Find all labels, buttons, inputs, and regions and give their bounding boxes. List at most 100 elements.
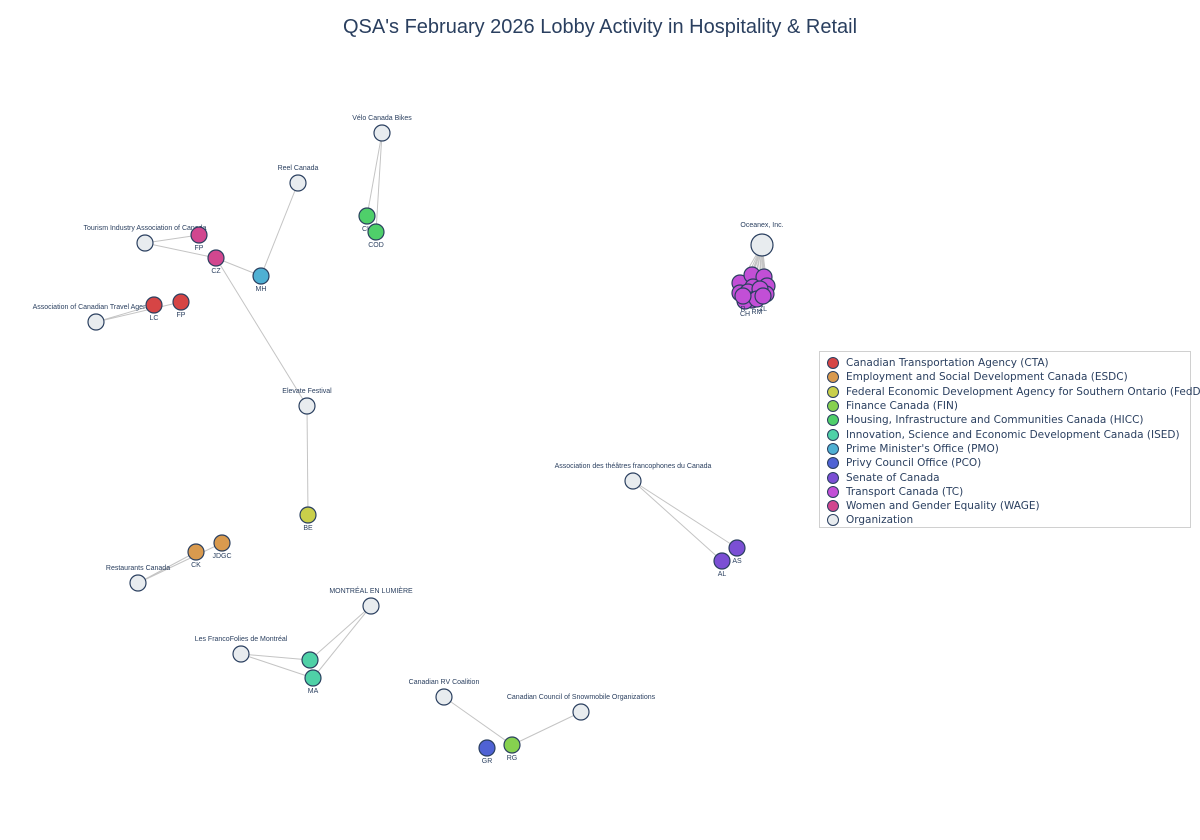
- node-marker[interactable]: [145, 296, 163, 314]
- org-node-montr-al-en-lumi-re[interactable]: MONTRÉAL EN LUMIÈRE: [329, 586, 413, 615]
- official-node-cod[interactable]: COD: [367, 223, 385, 249]
- official-node-ck[interactable]: CK: [187, 543, 205, 569]
- legend-item-senate-of-canada[interactable]: Senate of Canada: [827, 470, 1190, 484]
- node-label: MONTRÉAL EN LUMIÈRE: [329, 586, 413, 595]
- node-marker[interactable]: [362, 597, 380, 615]
- node-marker[interactable]: [478, 739, 496, 757]
- legend-item-finance-canada-fin[interactable]: Finance Canada (FIN): [827, 399, 1190, 413]
- node-marker[interactable]: [750, 233, 774, 257]
- official-node-as[interactable]: AS: [728, 539, 746, 565]
- legend-item-federal-economic-development-agency-for-southern-ontario-feddev[interactable]: Federal Economic Development Agency for …: [827, 385, 1200, 399]
- node-marker[interactable]: [187, 543, 205, 561]
- official-node-zl[interactable]: ZL: [754, 287, 772, 313]
- node-label: CZ: [211, 268, 221, 275]
- official-node-fp[interactable]: FP: [190, 226, 208, 252]
- node-marker[interactable]: [572, 703, 590, 721]
- legend-item-women-and-gender-equality-wage[interactable]: Women and Gender Equality (WAGE): [827, 499, 1190, 513]
- node-marker[interactable]: [304, 669, 322, 687]
- node-label: MH: [256, 286, 267, 293]
- node-label: RM: [752, 309, 763, 316]
- edge-o_velo-p_cod: [375, 132, 383, 233]
- legend-swatch: [827, 500, 839, 513]
- legend-swatch: [827, 357, 839, 370]
- org-node-association-des-th-tres-francophones-du-canada[interactable]: Association des théâtres francophones du…: [555, 463, 712, 490]
- official-node-p-ised1[interactable]: [301, 651, 319, 669]
- official-node-be[interactable]: BE: [299, 506, 317, 532]
- node-marker[interactable]: [754, 287, 772, 305]
- node-marker[interactable]: [299, 506, 317, 524]
- node-label: CH: [740, 311, 750, 318]
- node-marker[interactable]: [713, 552, 731, 570]
- org-node-v-lo-canada-bikes[interactable]: Vélo Canada Bikes: [352, 115, 412, 142]
- legend-swatch: [827, 442, 839, 455]
- node-marker[interactable]: [728, 539, 746, 557]
- node-label: Association des théâtres francophones du…: [555, 463, 712, 470]
- official-node-cz[interactable]: CZ: [207, 249, 225, 275]
- legend-item-prime-minister-s-office-pmo[interactable]: Prime Minister's Office (PMO): [827, 442, 1190, 456]
- node-marker[interactable]: [213, 534, 231, 552]
- node-label: Reel Canada: [278, 165, 319, 172]
- official-node-r[interactable]: R: [734, 287, 752, 313]
- node-marker[interactable]: [232, 645, 250, 663]
- node-label: MA: [308, 688, 319, 695]
- node-label: R: [740, 306, 745, 313]
- edge-o_mtl-p_ised1: [309, 605, 372, 661]
- node-marker[interactable]: [373, 124, 391, 142]
- node-label: CK: [191, 562, 201, 569]
- legend-item-organization[interactable]: Organization: [827, 513, 1190, 527]
- node-label: CH: [362, 226, 372, 233]
- official-node-ch[interactable]: CH: [358, 207, 376, 233]
- legend-item-employment-and-social-development-canada-esdc[interactable]: Employment and Social Development Canada…: [827, 370, 1190, 384]
- node-marker[interactable]: [435, 688, 453, 706]
- node-marker[interactable]: [358, 207, 376, 225]
- legend-label: Finance Canada (FIN): [846, 400, 958, 413]
- node-marker[interactable]: [252, 267, 270, 285]
- edge-o_elevate-p_be: [306, 405, 309, 516]
- legend-swatch: [827, 400, 839, 413]
- org-node-restaurants-canada[interactable]: Restaurants Canada: [106, 565, 170, 592]
- node-marker[interactable]: [87, 313, 105, 331]
- node-label: COD: [368, 242, 384, 249]
- org-node-elevate-festival[interactable]: Elevate Festival: [282, 388, 332, 415]
- official-node-jdgc[interactable]: JDGC: [212, 534, 232, 560]
- official-node-gr[interactable]: GR: [478, 739, 496, 765]
- edge-o_rest-p_ck: [137, 551, 197, 584]
- org-node-canadian-council-of-snowmobile-organizations[interactable]: Canadian Council of Snowmobile Organizat…: [507, 694, 656, 721]
- legend-item-innovation-science-and-economic-development-canada-ised[interactable]: Innovation, Science and Economic Develop…: [827, 427, 1190, 441]
- official-node-lc[interactable]: LC: [145, 296, 163, 322]
- official-node-mh[interactable]: MH: [252, 267, 270, 293]
- node-marker[interactable]: [136, 234, 154, 252]
- node-marker[interactable]: [298, 397, 316, 415]
- node-marker[interactable]: [503, 736, 521, 754]
- legend-item-privy-council-office-pco[interactable]: Privy Council Office (PCO): [827, 456, 1190, 470]
- official-node-ma[interactable]: MA: [304, 669, 322, 695]
- node-marker[interactable]: [367, 223, 385, 241]
- org-node-oceanex-inc[interactable]: Oceanex, Inc.: [740, 222, 784, 257]
- legend-item-housing-infrastructure-and-communities-canada-hicc[interactable]: Housing, Infrastructure and Communities …: [827, 413, 1190, 427]
- edge-o_velo-p_ch1: [366, 132, 383, 217]
- node-marker[interactable]: [734, 287, 752, 305]
- org-node-les-francofolies-de-montr-al[interactable]: Les FrancoFolies de Montréal: [195, 636, 288, 663]
- legend-item-canadian-transportation-agency-cta[interactable]: Canadian Transportation Agency (CTA): [827, 356, 1190, 370]
- org-node-canadian-rv-coalition[interactable]: Canadian RV Coalition: [409, 679, 480, 706]
- edge-o_atfc-p_al: [632, 480, 723, 562]
- org-node-association-of-canadian-travel-agencies[interactable]: Association of Canadian Travel Agencies: [33, 304, 160, 331]
- node-label: Canadian Council of Snowmobile Organizat…: [507, 694, 656, 701]
- official-node-fp[interactable]: FP: [172, 293, 190, 319]
- node-marker[interactable]: [129, 574, 147, 592]
- node-marker[interactable]: [289, 174, 307, 192]
- legend-swatch: [827, 371, 839, 384]
- org-node-tourism-industry-association-of-canada[interactable]: Tourism Industry Association of Canada: [84, 225, 207, 252]
- node-marker[interactable]: [172, 293, 190, 311]
- node-marker[interactable]: [301, 651, 319, 669]
- org-node-reel-canada[interactable]: Reel Canada: [278, 165, 319, 192]
- node-marker[interactable]: [624, 472, 642, 490]
- official-node-al[interactable]: AL: [713, 552, 731, 578]
- node-marker[interactable]: [207, 249, 225, 267]
- legend-item-transport-canada-tc[interactable]: Transport Canada (TC): [827, 485, 1190, 499]
- official-node-rg[interactable]: RG: [503, 736, 521, 762]
- node-marker[interactable]: [190, 226, 208, 244]
- legend-label: Privy Council Office (PCO): [846, 457, 982, 470]
